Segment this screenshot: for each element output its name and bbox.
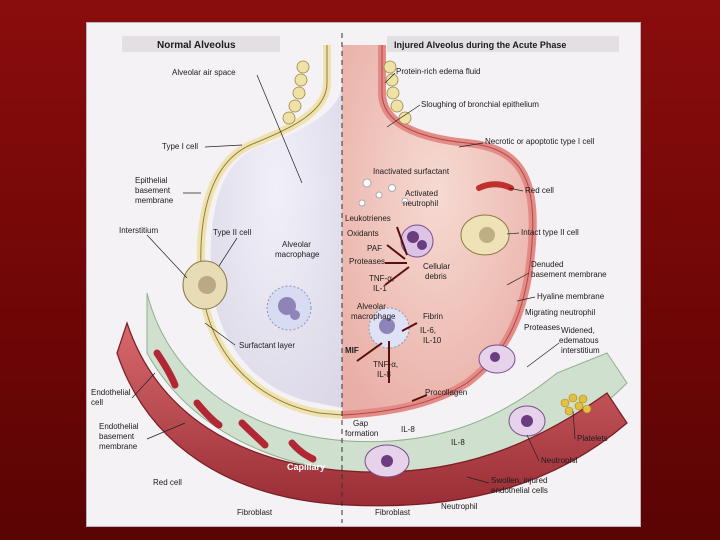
label-red-cell-left: Red cell — [153, 478, 182, 487]
label-epithelial-bm-3: membrane — [135, 196, 174, 205]
label-hyaline-membrane: Hyaline membrane — [537, 292, 605, 301]
normal-wall-outline — [200, 45, 343, 416]
label-protein-edema: Protein-rich edema fluid — [396, 67, 480, 76]
cytokine-arrows — [356, 226, 428, 402]
label-mif: MIF — [345, 346, 359, 355]
label-activated-neutrophil-1: Activated — [405, 189, 438, 198]
right-labels: Protein-rich edema fluid Sloughing of br… — [345, 67, 608, 517]
label-type1-cell: Type I cell — [162, 142, 198, 151]
label-neutrophil: Neutrophil — [541, 456, 578, 465]
red-cell-right — [476, 181, 514, 191]
label-leukotrienes: Leukotrienes — [345, 214, 391, 223]
label-il8-a: IL-8 — [401, 425, 415, 434]
label-inactivated-surfactant: Inactivated surfactant — [373, 167, 450, 176]
label-proteases-2: Proteases — [524, 323, 560, 332]
label-widened-2: edematous — [559, 336, 599, 345]
label-endothelial-bm-2: basement — [99, 432, 135, 441]
migrating-neutrophil — [478, 344, 516, 374]
label-tnf-il8-1: TNF-α, — [373, 360, 398, 369]
label-denuded-bm-1: Denuded — [531, 260, 563, 269]
label-gap-formation-1: Gap — [353, 419, 369, 428]
label-red-cell-right: Red cell — [525, 186, 554, 195]
label-gap-formation-2: formation — [345, 429, 378, 438]
activated-neutrophil — [400, 224, 434, 258]
label-neutrophil-2: Neutrophil — [441, 502, 478, 511]
label-oxidants: Oxidants — [347, 229, 379, 238]
label-cellular-debris-1: Cellular — [423, 262, 450, 271]
label-macrophage-2: macrophage — [275, 250, 320, 259]
bronchial-epithelium-right — [383, 60, 412, 125]
label-activated-neutrophil-2: neutrophil — [403, 199, 438, 208]
label-intact-type2: Intact type II cell — [521, 228, 579, 237]
label-endothelial-cell-2: cell — [91, 398, 103, 407]
right-panel-title: Injured Alveolus during the Acute Phase — [394, 40, 566, 50]
label-alveolar-macrophage-right-1: Alveolar — [357, 302, 386, 311]
alveolus-figure: Normal Alveolus Injured Alveolus during … — [86, 22, 641, 527]
label-cellular-debris-2: debris — [425, 272, 447, 281]
label-tnf-il1-2: IL-1 — [373, 284, 387, 293]
leader-lines — [131, 72, 576, 484]
red-cells-left — [153, 349, 317, 463]
label-alveolar-macrophage-right-2: macrophage — [351, 312, 396, 321]
capillary-vessel — [116, 321, 628, 507]
label-tnf-il1-1: TNF-α, — [369, 274, 394, 283]
label-paf: PAF — [367, 244, 382, 253]
label-interstitium: Interstitium — [119, 226, 158, 235]
neutrophil-bottom — [364, 444, 410, 478]
neutrophil-capillary — [508, 405, 546, 437]
interstitium-band — [146, 292, 628, 475]
label-fibroblast-right: Fibroblast — [375, 508, 411, 517]
label-epithelial-bm-2: basement — [135, 186, 171, 195]
label-alveolar-air-space: Alveolar air space — [172, 68, 236, 77]
label-necrotic: Necrotic or apoptotic type I cell — [485, 137, 595, 146]
label-platelets: Platelets — [577, 434, 608, 443]
label-il6-il10-1: IL-6, — [420, 326, 436, 335]
label-swollen-1: Swollen, injured — [491, 476, 547, 485]
label-endothelial-cell-1: Endothelial — [91, 388, 131, 397]
label-widened-1: Widened, — [561, 326, 595, 335]
label-endothelial-bm-3: membrane — [99, 442, 138, 451]
label-il6-il10-2: IL-10 — [423, 336, 442, 345]
label-il8-b: IL-8 — [451, 438, 465, 447]
left-title-box — [122, 36, 280, 52]
platelets — [560, 393, 592, 416]
left-panel-title: Normal Alveolus — [157, 40, 236, 51]
inactivated-surfactant-bubbles — [358, 178, 409, 207]
label-macrophage-1: Alveolar — [282, 240, 311, 249]
type2-cell-left — [182, 260, 228, 310]
label-procollagen: Procollagen — [425, 388, 467, 397]
label-proteases: Proteases — [349, 257, 385, 266]
label-type2-cell: Type II cell — [213, 228, 251, 237]
label-endothelial-bm-1: Endothelial — [99, 422, 139, 431]
right-title-box — [387, 36, 619, 52]
label-widened-3: interstitium — [561, 346, 600, 355]
label-fibroblast-left: Fibroblast — [237, 508, 273, 517]
label-fibrin: Fibrin — [423, 312, 443, 321]
label-epithelial-bm-1: Epithelial — [135, 176, 168, 185]
label-capillary: Capillary — [287, 462, 325, 472]
label-denuded-bm-2: basement membrane — [531, 270, 607, 279]
injured-wall-outline — [341, 45, 534, 416]
left-labels: Alveolar air space Type I cell Epithelia… — [91, 68, 325, 517]
label-sloughing: Sloughing of bronchial epithelium — [421, 100, 539, 109]
diagram-svg: Normal Alveolus Injured Alveolus during … — [91, 33, 628, 523]
intact-type2-cell — [460, 214, 510, 256]
bronchial-epithelium-left — [282, 60, 310, 125]
alveolar-macrophage-left — [266, 285, 312, 331]
label-migrating-neutrophil: Migrating neutrophil — [525, 308, 595, 317]
label-swollen-2: endothelial cells — [491, 486, 548, 495]
label-tnf-il8-2: IL-8 — [377, 370, 391, 379]
label-surfactant-layer: Surfactant layer — [239, 341, 295, 350]
